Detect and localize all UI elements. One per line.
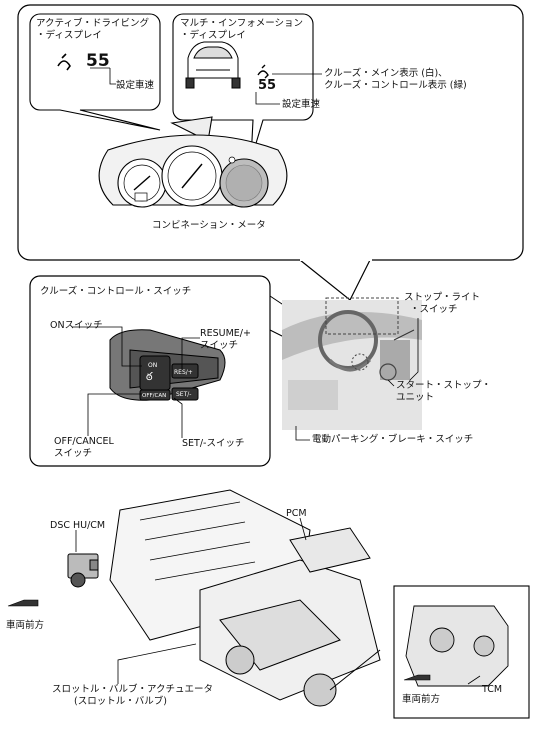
cruise-switch-title: クルーズ・コントロール・スイッチ [40,286,192,297]
active-driving-display-bubble [29,13,161,131]
cruise-icon-left [57,53,71,71]
right-set-speed-label: 設定車速 [282,99,321,110]
pcm-label: PCM [286,508,307,519]
active-driving-display-title-2: ・ディスプレイ [36,30,102,41]
meter-callout-pointer [299,259,371,301]
start-stop-unit-label-2: ユニット [396,392,435,403]
tcm-label: TCM [482,684,503,695]
off-cancel-switch-label-2: スイッチ [54,448,93,459]
dsc-hu-cm-label: DSC HU/CM [50,520,106,531]
switch-off-text: OFF/CAN [142,393,167,399]
resume-switch-label-2: スイッチ [200,340,239,351]
throttle-valve-label: (スロットル・バルブ) [74,696,167,707]
engine-illustration [109,489,381,707]
multi-info-display-title-2: ・ディスプレイ [180,30,246,41]
front-arrow-left-icon [7,599,39,607]
switch-cruise-icon: ఠ [146,370,153,383]
active-driving-display-title: アクティブ・ドライビング [36,18,149,29]
multi-info-display-title: マルチ・インフォメーション [180,18,304,29]
throttle-actuator-label: スロットル・バルブ・アクチュエータ [52,684,214,695]
cruise-control-indicator-label: クルーズ・コントロール表示 (緑) [324,80,467,91]
cruise-main-indicator-label: クルーズ・メイン表示 (白)、 [324,68,448,79]
right-set-speed-value: 55 [258,78,277,93]
left-set-speed-label: 設定車速 [116,80,155,91]
resume-switch-label: RESUME/+ [200,328,251,339]
vehicle-front-left-label: 車両前方 [6,620,45,631]
stop-light-switch-label-2: ・スイッチ [410,304,458,315]
set-switch-label: SET/-スイッチ [182,438,245,449]
combination-meter-caption: コンビネーション・メータ [152,220,266,231]
dsc-unit [67,553,99,588]
combination-meter [98,116,288,208]
cruise-switch-panel [109,329,226,401]
car-rear-icon [185,41,241,89]
transmission-illustration [405,605,509,687]
epb-switch-label: 電動パーキング・ブレーキ・スイッチ [312,434,474,445]
start-stop-unit-label: スタート・ストップ・ [396,380,492,391]
stop-light-switch-label: ストップ・ライト [404,292,481,303]
cruise-icon-right [257,64,269,79]
left-set-speed-value: 55 [86,51,110,71]
front-arrow-right-icon [403,674,431,681]
cabin-photo [282,297,422,430]
switch-set-text: SET/- [176,391,192,398]
switch-on-text: ON [148,362,158,369]
switch-res-text: RES/+ [174,369,193,376]
vehicle-front-right-label: 車両前方 [402,694,441,705]
on-switch-label: ONスイッチ [50,320,103,331]
off-cancel-switch-label: OFF/CANCEL [54,436,114,447]
